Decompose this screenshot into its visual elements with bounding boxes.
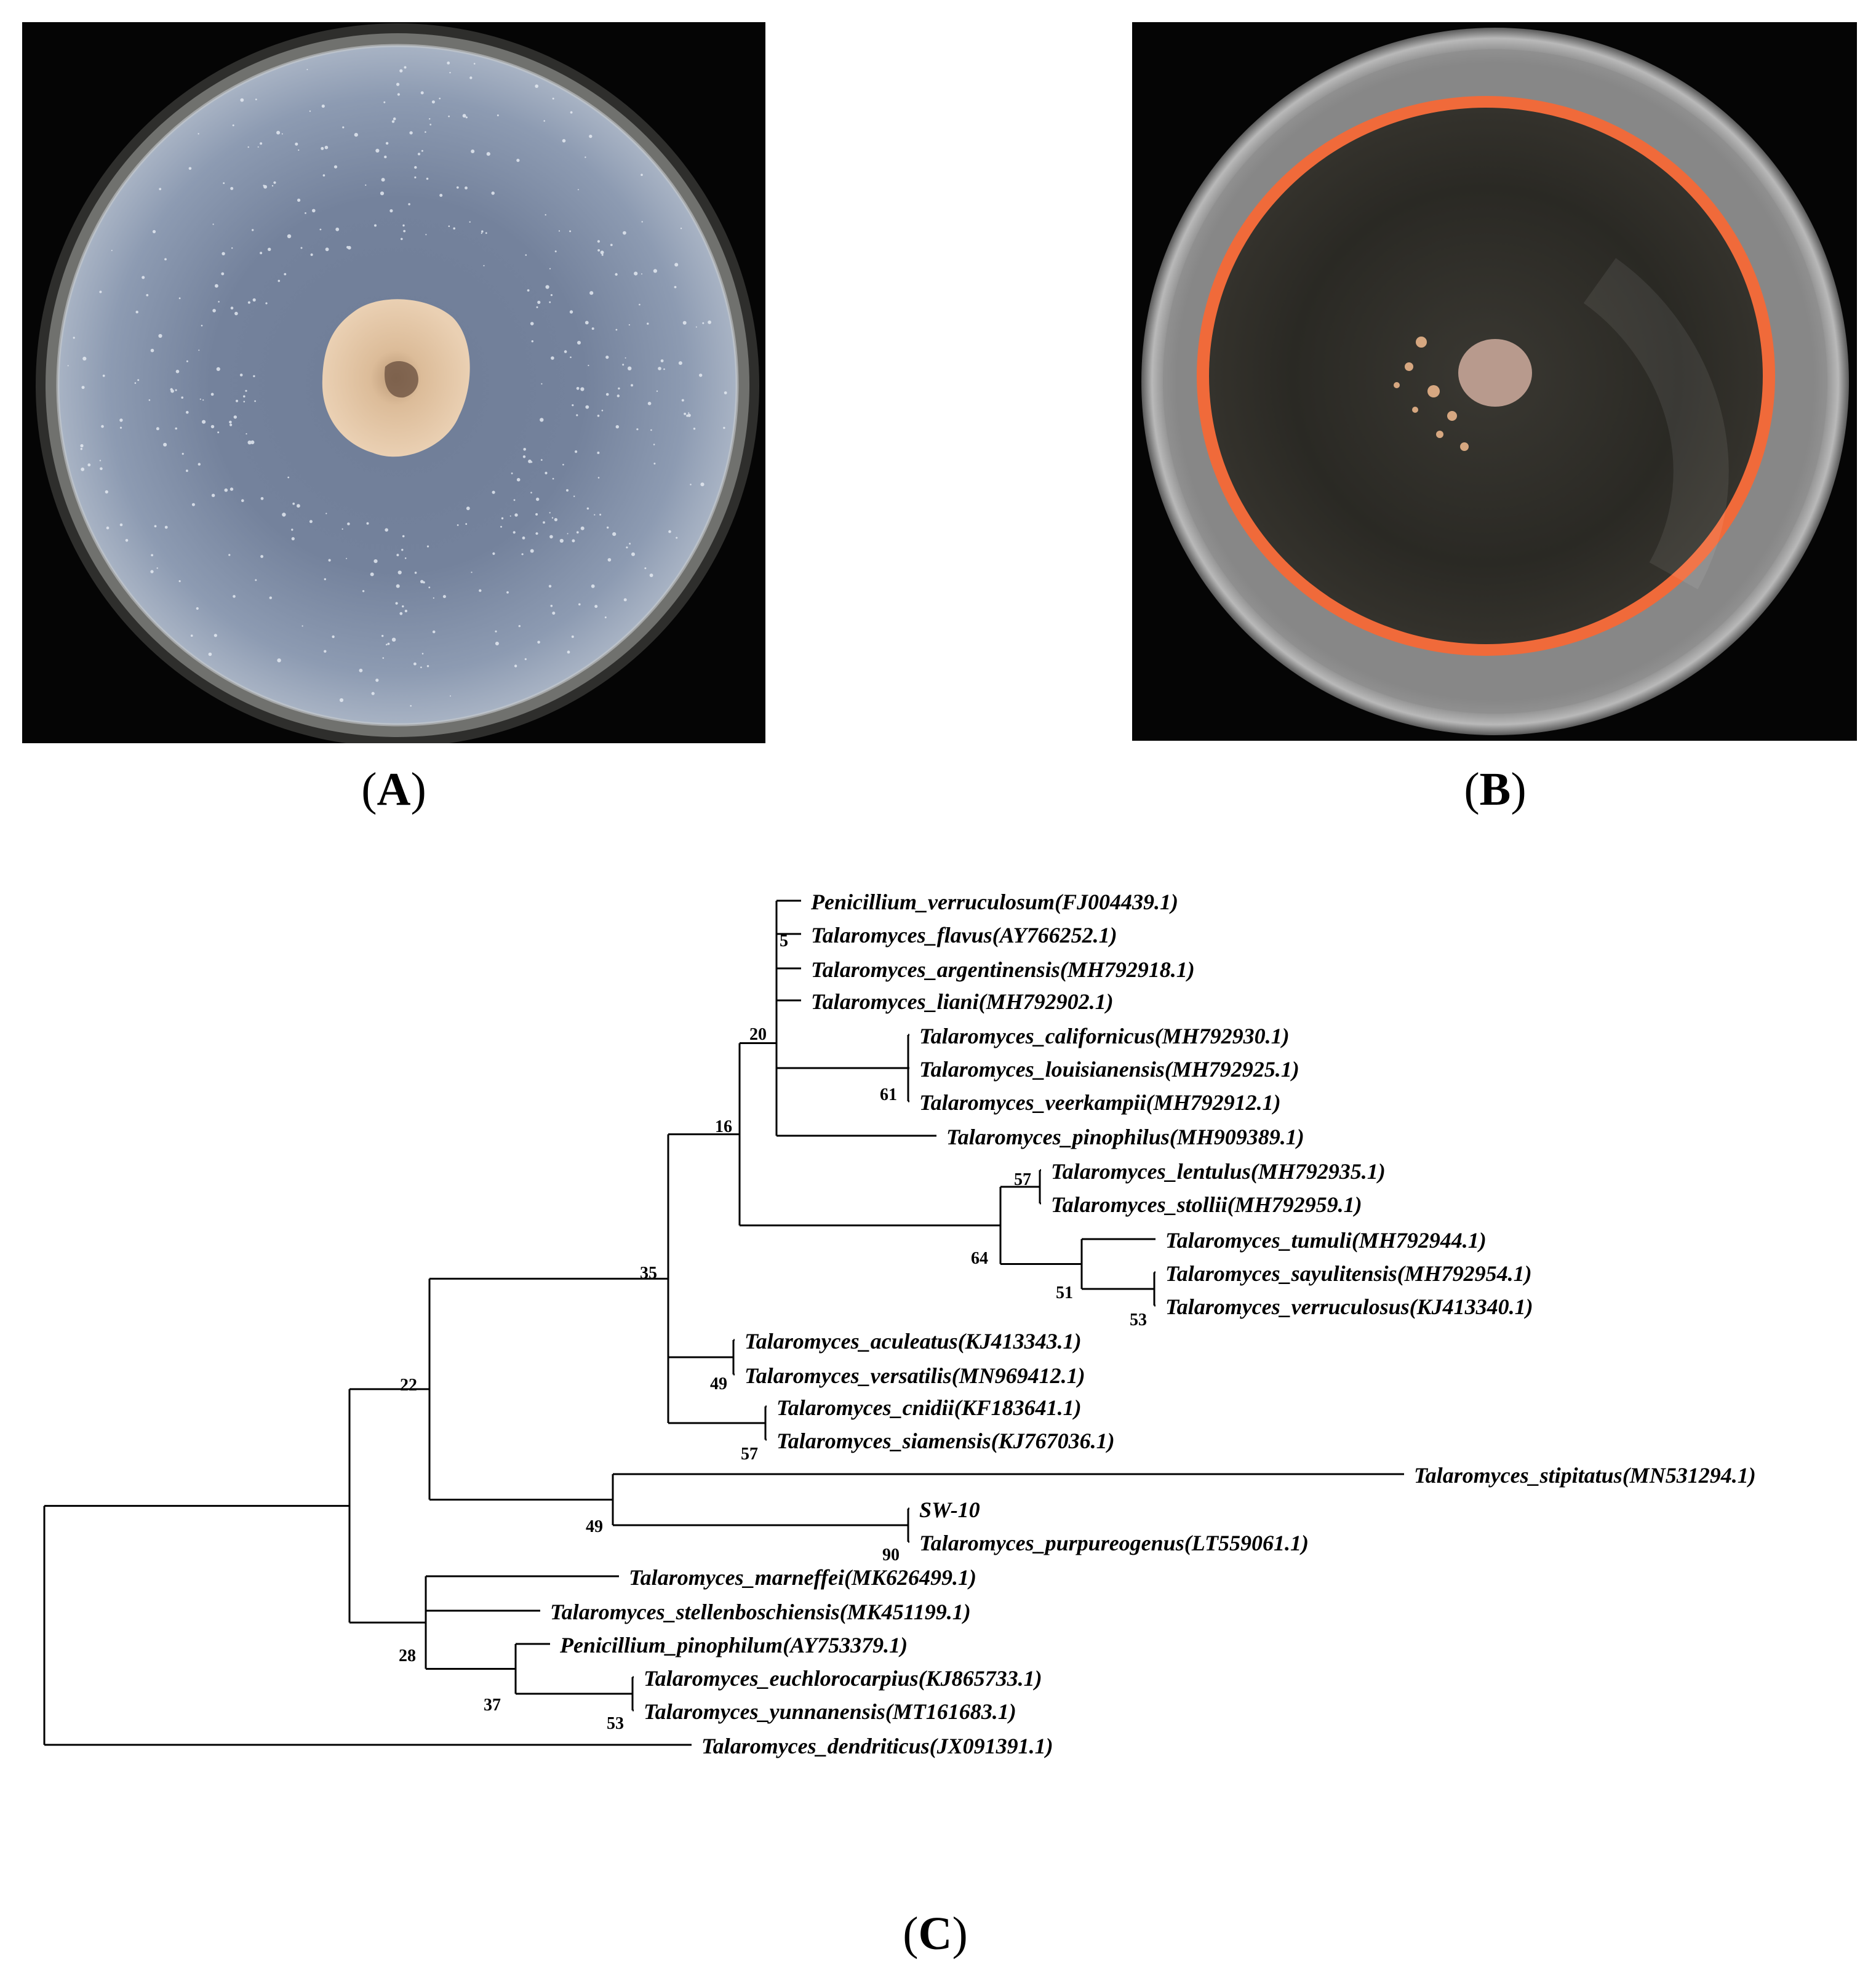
plate-a-image [22, 22, 765, 743]
taxon-label: Talaromyces_californicus(MH792930.1) [919, 1024, 1290, 1048]
panel-label-c: (C) [903, 1908, 968, 1960]
taxon-label: Talaromyces_siamensis(KJ767036.1) [776, 1429, 1115, 1453]
bootstrap-value: 22 [400, 1376, 417, 1395]
phylogenetic-tree: Penicillium_verruculosum(FJ004439.1) Tala… [43, 890, 1756, 1758]
taxon-label: Talaromyces_yunnanensis(MT161683.1) [644, 1699, 1016, 1724]
bootstrap-value: 61 [880, 1085, 897, 1104]
bootstrap-value: 37 [484, 1696, 501, 1715]
taxon-label: SW-10 [919, 1497, 980, 1522]
taxon-label: Talaromyces_sayulitensis(MH792954.1) [1165, 1261, 1532, 1286]
taxon-label: Talaromyces_veerkampii(MH792912.1) [919, 1090, 1281, 1115]
taxon-label: Talaromyces_versatilis(MN969412.1) [744, 1363, 1085, 1388]
panel-letter-b: B [1479, 764, 1511, 815]
taxon-label: Talaromyces_verruculosus(KJ413340.1) [1165, 1294, 1533, 1319]
taxon-label: Talaromyces_stellenboschiensis(MK451199.… [550, 1600, 971, 1624]
bootstrap-value: 90 [882, 1545, 900, 1565]
bootstrap-value: 57 [1014, 1170, 1031, 1189]
bootstrap-value: 64 [971, 1249, 988, 1268]
panel-letter-a: A [377, 764, 411, 815]
bootstrap-value: 49 [586, 1517, 603, 1536]
bootstrap-value: 35 [640, 1264, 657, 1283]
bootstrap-value: 16 [715, 1117, 732, 1136]
taxon-label: Talaromyces_purpureogenus(LT559061.1) [919, 1531, 1309, 1555]
bootstrap-value: 51 [1056, 1283, 1073, 1302]
taxon-label: Talaromyces_euchlorocarpius(KJ865733.1) [644, 1666, 1042, 1691]
bootstrap-value: 28 [399, 1646, 416, 1665]
taxon-label: Talaromyces_stipitatus(MN531294.1) [1414, 1463, 1756, 1488]
panel-letter-c: C [918, 1908, 952, 1960]
taxon-label: Talaromyces_lentulus(MH792935.1) [1051, 1159, 1386, 1184]
bootstrap-value: 49 [710, 1374, 727, 1394]
taxon-label: Talaromyces_cnidii(KF183641.1) [776, 1395, 1082, 1420]
taxon-label: Talaromyces_louisianensis(MH792925.1) [919, 1057, 1299, 1082]
taxon-label: Talaromyces_stollii(MH792959.1) [1051, 1192, 1362, 1217]
bootstrap-value: 53 [607, 1714, 624, 1733]
taxon-label: Talaromyces_tumuli(MH792944.1) [1165, 1228, 1487, 1253]
taxon-label: Talaromyces_dendriticus(JX091391.1) [701, 1734, 1053, 1758]
taxon-label: Talaromyces_flavus(AY766252.1) [811, 923, 1117, 947]
taxon-label: Talaromyces_aculeatus(KJ413343.1) [744, 1329, 1082, 1354]
panel-label-a: (A) [361, 764, 426, 815]
taxon-label: Talaromyces_marneffei(MK626499.1) [629, 1565, 976, 1590]
plate-photo-a [22, 22, 765, 743]
bootstrap-value: 20 [749, 1025, 767, 1044]
plate-b-image [1132, 22, 1857, 741]
taxon-label: Talaromyces_liani(MH792902.1) [811, 989, 1114, 1014]
taxon-label: Penicillium_pinophilum(AY753379.1) [559, 1633, 908, 1657]
bootstrap-value: 57 [741, 1445, 758, 1464]
taxon-label: Talaromyces_argentinensis(MH792918.1) [811, 957, 1195, 982]
bootstrap-value: 53 [1130, 1310, 1147, 1330]
panel-label-b: (B) [1464, 764, 1527, 815]
taxon-label: Talaromyces_pinophilus(MH909389.1) [946, 1125, 1304, 1149]
taxon-label: Penicillium_verruculosum(FJ004439.1) [810, 890, 1178, 914]
plate-photo-b [1132, 22, 1857, 741]
bootstrap-value: 5 [780, 931, 788, 951]
